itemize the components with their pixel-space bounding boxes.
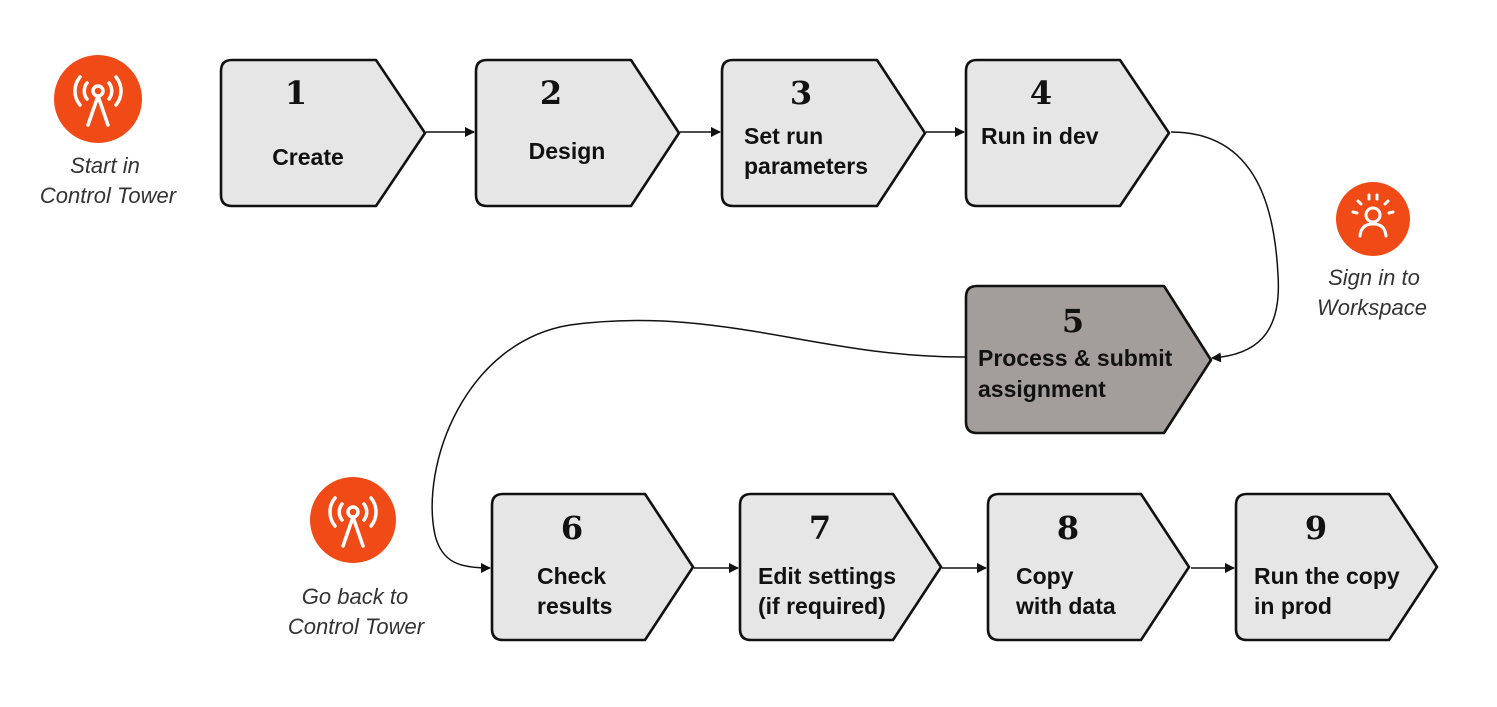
step-3-label-line-2: parameters [744, 153, 868, 179]
step-2: 2 Design [474, 58, 681, 208]
step-1-number: 1 [285, 74, 307, 112]
step-9-number: 9 [1305, 509, 1327, 547]
step-1-shape [219, 58, 427, 208]
step-1-label-line-1: Create [272, 144, 344, 170]
step-8-shape [986, 492, 1191, 642]
step-7-shape [738, 492, 943, 642]
back-caption-line-1: Go back to [302, 584, 408, 609]
step-4: 4 Run in dev [964, 58, 1171, 208]
workspace-caption-line-2: Workspace [1317, 295, 1427, 320]
step-5-shape [964, 284, 1213, 435]
step-4-shape [964, 58, 1171, 208]
step-9-shape [1234, 492, 1439, 642]
arrow-5-6 [431, 319, 967, 573]
connectors [426, 127, 1280, 573]
step-2-number: 2 [540, 74, 562, 112]
step-9: 9 Run the copy in prod [1234, 492, 1439, 642]
workspace-annotation: Sign in to Workspace [1317, 182, 1427, 320]
back-caption-line-2: Control Tower [288, 614, 426, 639]
step-7-label-line-2: (if required) [758, 593, 886, 619]
step-5-label-line-1: Process & submit [978, 345, 1173, 371]
step-6-label-line-1: Check [537, 563, 606, 589]
start-caption-line-2: Control Tower [40, 183, 178, 208]
back-annotation: Go back to Control Tower [288, 477, 426, 639]
step-5-label-line-2: assignment [978, 376, 1106, 402]
broadcast-tower-icon [310, 477, 396, 563]
step-8: 8 Copy with data [986, 492, 1191, 642]
step-3-number: 3 [790, 74, 812, 112]
step-8-label-line-2: with data [1015, 593, 1116, 619]
step-9-label-line-1: Run the copy [1254, 563, 1400, 589]
step-8-number: 8 [1057, 509, 1079, 547]
step-6-shape [490, 492, 695, 642]
workspace-caption-line-1: Sign in to [1328, 265, 1420, 290]
step-7: 7 Edit settings (if required) [738, 492, 943, 642]
step-2-label-line-1: Design [529, 138, 606, 164]
step-8-label-line-1: Copy [1016, 563, 1074, 589]
step-9-label-line-2: in prod [1254, 593, 1332, 619]
step-7-number: 7 [809, 509, 831, 547]
broadcast-tower-icon [54, 55, 142, 143]
start-annotation: Start in Control Tower [40, 55, 178, 208]
person-sign-in-icon [1336, 182, 1410, 256]
step-3: 3 Set run parameters [720, 58, 927, 208]
step-7-label-line-1: Edit settings [758, 563, 896, 589]
step-6-number: 6 [561, 509, 583, 547]
step-2-shape [474, 58, 681, 208]
step-4-number: 4 [1030, 74, 1052, 112]
arrow-4-5 [1170, 131, 1280, 363]
step-6-label-line-2: results [537, 593, 612, 619]
step-3-shape [720, 58, 927, 208]
step-5: 5 Process & submit assignment [964, 284, 1213, 435]
step-3-label-line-1: Set run [744, 123, 823, 149]
step-1: 1 Create [219, 58, 427, 208]
step-6: 6 Check results [490, 492, 695, 642]
step-5-number: 5 [1062, 302, 1084, 340]
step-4-label-line-1: Run in dev [981, 123, 1099, 149]
start-caption-line-1: Start in [70, 153, 140, 178]
